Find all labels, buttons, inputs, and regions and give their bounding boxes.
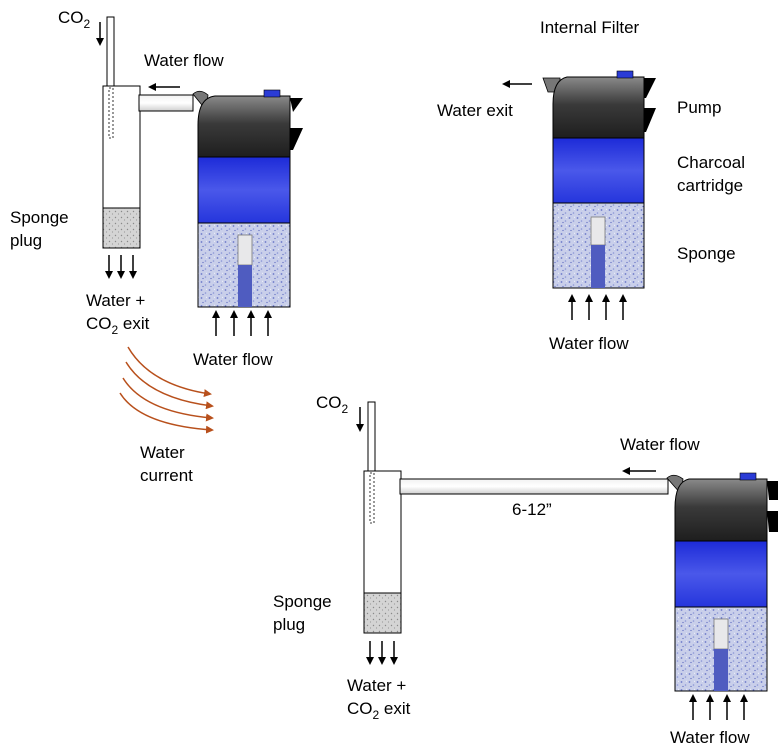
pump-knob-top — [263, 89, 281, 98]
suction-cup-b2 — [767, 511, 778, 532]
sponge-plug-top — [102, 207, 141, 249]
co2-exit-label-b: CO2 exit — [347, 699, 411, 722]
water-exit-label: Water exit — [437, 101, 513, 120]
suction-cup-r1 — [644, 78, 656, 98]
charcoal-cartridge-top — [197, 156, 291, 224]
suction-cup-b1 — [767, 481, 778, 500]
water-plus-label-b: Water + — [347, 676, 406, 695]
filter-unit-bottom — [666, 472, 778, 692]
pump-knob-bottom — [739, 472, 757, 481]
suction-cup-r2 — [644, 108, 656, 132]
return-pipe-bottom — [399, 478, 669, 495]
distance-label: 6-12” — [512, 500, 552, 519]
charcoal-label-1: Charcoal — [677, 153, 745, 172]
co2-tube-inner-bottom — [369, 472, 375, 524]
intake-tube-bottom — [714, 649, 728, 691]
co2-tube-inner-top — [108, 87, 114, 139]
sponge-label: Sponge — [677, 244, 736, 263]
water-flow-label-mid: Water flow — [193, 350, 273, 369]
water-flow-label-right: Water flow — [549, 334, 629, 353]
charcoal-cartridge-right — [552, 137, 645, 204]
charcoal-label-2: cartridge — [677, 176, 743, 195]
intake-strainer-bottom — [713, 618, 729, 650]
internal-filter-title: Internal Filter — [540, 18, 640, 37]
intake-tube-right — [591, 245, 605, 288]
water-flow-label-bottom-top: Water flow — [620, 435, 700, 454]
water-current-arrows — [119, 346, 214, 434]
bottom-assembly: CO2 6-12” Water flow Sponge plug Water +… — [273, 393, 778, 747]
intake-strainer-top — [237, 234, 253, 266]
intake-tube-top — [238, 265, 252, 307]
water-current-label-2: current — [140, 466, 193, 485]
sponge-plug-bottom — [363, 592, 402, 634]
co2-label-bottom: CO2 — [316, 393, 349, 416]
intake-strainer-right — [590, 216, 606, 246]
pump-housing-top — [197, 95, 291, 158]
pump-housing-right — [552, 76, 645, 139]
sponge-plug-label-b2: plug — [273, 615, 305, 634]
co2-label-top: CO2 — [58, 8, 91, 31]
filter-unit-top — [192, 89, 303, 308]
sponge-plug-label-2: plug — [10, 231, 42, 250]
water-flow-label-bottom: Water flow — [670, 728, 750, 747]
co2-exit-label: CO2 exit — [86, 314, 150, 337]
charcoal-cartridge-bottom — [674, 540, 768, 608]
water-current-label-1: Water — [140, 443, 185, 462]
internal-filter-diagram: Internal Filter Water exit Pump Charcoal… — [437, 18, 745, 353]
pump-housing-bottom — [674, 478, 768, 542]
sponge-plug-label-1: Sponge — [10, 208, 69, 227]
pump-label: Pump — [677, 98, 721, 117]
suction-cup-2 — [290, 128, 303, 150]
suction-cup-1 — [290, 98, 303, 112]
water-plus-label: Water + — [86, 291, 145, 310]
top-left-assembly: CO2 Water flow Sponge plug Water + CO2 e… — [10, 8, 303, 485]
return-pipe-top — [138, 94, 194, 112]
water-flow-label-top: Water flow — [144, 51, 224, 70]
pump-knob-right — [616, 70, 634, 79]
sponge-plug-label-b1: Sponge — [273, 592, 332, 611]
